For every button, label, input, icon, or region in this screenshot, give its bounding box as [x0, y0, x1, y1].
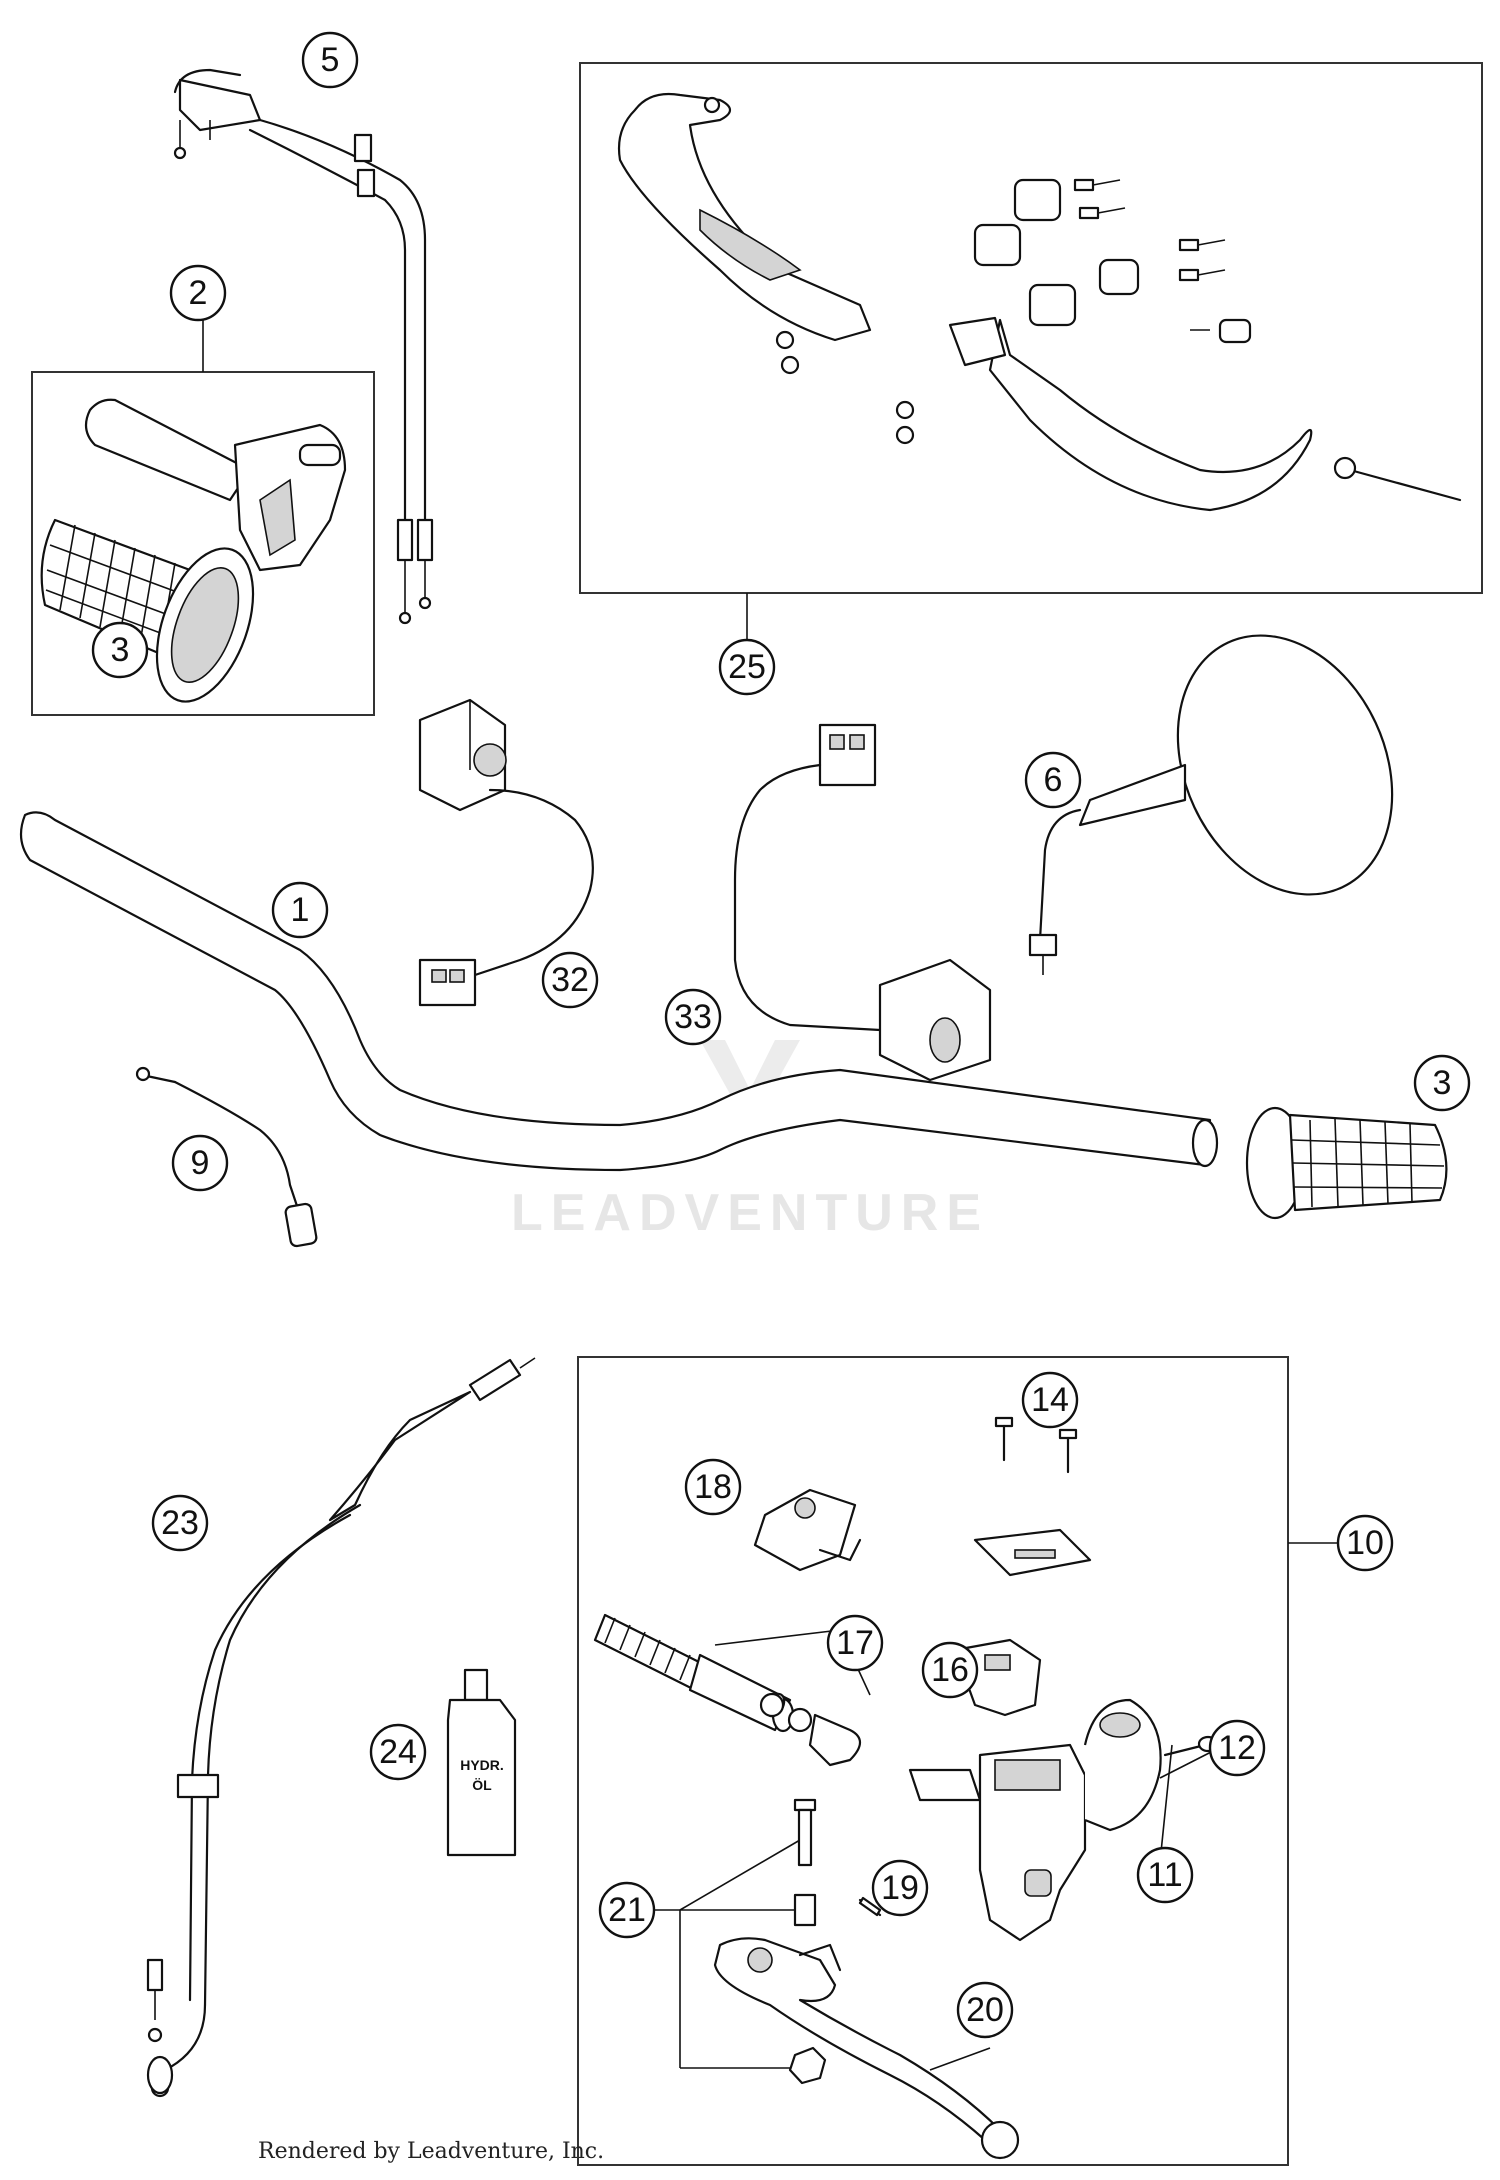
pivot-bolt-21-part [788, 1798, 827, 2085]
callout-14: 14 [1021, 1371, 1079, 1429]
callout-18: 18 [684, 1458, 742, 1516]
switch-33-part [733, 723, 992, 1082]
svg-text:19: 19 [881, 1869, 919, 1907]
left-grip-part [40, 518, 255, 703]
svg-text:33: 33 [674, 998, 712, 1036]
watermark-text: LEADVENTURE [511, 1184, 989, 1242]
svg-text:2: 2 [189, 274, 208, 312]
svg-text:5: 5 [321, 41, 340, 79]
reservoir-cap-part [973, 1528, 1092, 1577]
handlebar-part [19, 811, 1219, 1172]
svg-text:14: 14 [1031, 1381, 1069, 1419]
callout-17: 17 [826, 1614, 884, 1672]
callout-2: 2 [169, 264, 227, 322]
pin-19-part [858, 1896, 882, 1917]
watermark-logo-icon [700, 1040, 800, 1130]
callout-32: 32 [541, 951, 599, 1009]
render-credit: Rendered by Leadventure, Inc. [258, 2139, 604, 2164]
brake-assembly-box [577, 1356, 1289, 2166]
svg-text:21: 21 [608, 1891, 646, 1929]
clamp-18-part [753, 1488, 862, 1572]
throttle-cable-part [173, 68, 434, 625]
svg-text:11: 11 [1147, 1856, 1182, 1894]
callout-33: 33 [664, 988, 722, 1046]
callout-16: 16 [921, 1641, 979, 1699]
svg-text:17: 17 [836, 1624, 874, 1662]
svg-text:1: 1 [291, 891, 310, 929]
svg-text:23: 23 [161, 1504, 199, 1542]
bottle-label-line2: ÖL [472, 1777, 492, 1793]
callout-5: 5 [301, 31, 359, 89]
svg-text:3: 3 [1433, 1064, 1452, 1102]
callout-9: 9 [171, 1134, 229, 1192]
svg-text:20: 20 [966, 1991, 1004, 2029]
callout-3-left: 3 [91, 621, 149, 679]
callout-24: 24 [369, 1723, 427, 1781]
piston-spring-part [593, 1613, 862, 1767]
callout-25: 25 [718, 638, 776, 696]
handguard-kit-box [579, 62, 1483, 594]
svg-text:32: 32 [551, 961, 589, 999]
callout-21: 21 [598, 1881, 656, 1939]
brake-line-part [146, 1357, 536, 2098]
master-cylinder-part [908, 1698, 1162, 1942]
callout-11: 11 [1136, 1846, 1194, 1904]
callout-19: 19 [871, 1859, 929, 1917]
svg-text:24: 24 [379, 1733, 417, 1771]
sensor-cable-part [135, 1066, 318, 1248]
callout-20: 20 [956, 1981, 1014, 2039]
svg-text:10: 10 [1346, 1524, 1384, 1562]
svg-text:12: 12 [1218, 1729, 1256, 1767]
svg-text:6: 6 [1044, 761, 1063, 799]
mirror-part [1028, 634, 1394, 975]
callout-10: 10 [1336, 1514, 1394, 1572]
callout-1: 1 [271, 881, 329, 939]
watermark: LEADVENTURE [511, 1040, 989, 1242]
bracket-16-part [953, 1638, 1042, 1717]
screws-14-part [994, 1416, 1078, 1474]
svg-text:9: 9 [191, 1144, 210, 1182]
callout-3-right: 3 [1413, 1054, 1471, 1112]
svg-text:18: 18 [694, 1468, 732, 1506]
callout-6: 6 [1024, 751, 1082, 809]
svg-text:16: 16 [931, 1651, 969, 1689]
svg-text:25: 25 [728, 648, 766, 686]
throttle-tube-part [84, 398, 347, 572]
svg-text:3: 3 [111, 631, 130, 669]
hydraulic-oil-bottle-part: HYDR. ÖL [446, 1668, 517, 1857]
right-grip-part [1245, 1106, 1448, 1220]
callout-23: 23 [151, 1494, 209, 1552]
callout-12: 12 [1208, 1719, 1266, 1777]
handguard-kit-part [617, 92, 1462, 512]
bottle-label-line1: HYDR. [460, 1757, 504, 1773]
switch-32-part [418, 698, 594, 1007]
brake-lever-part [713, 1937, 1020, 2160]
